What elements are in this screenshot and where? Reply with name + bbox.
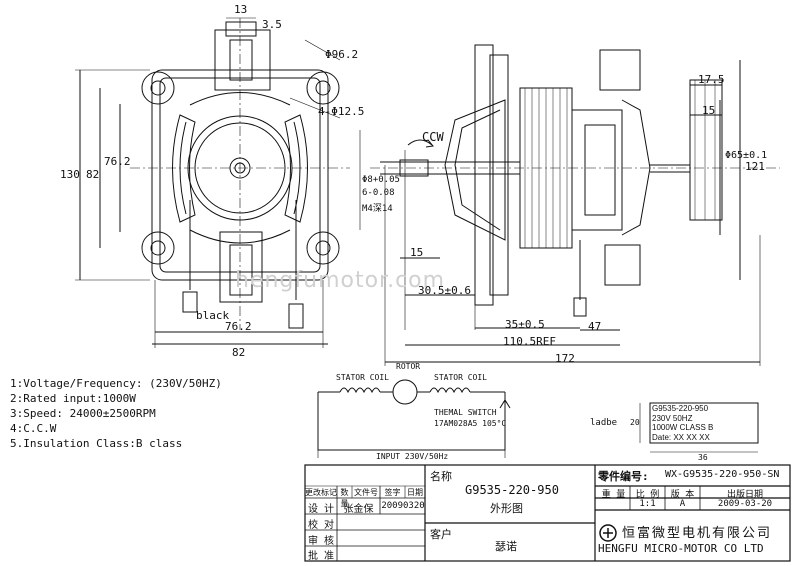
label-box xyxy=(649,402,759,444)
version-value: A xyxy=(679,499,686,509)
circuit-diagram xyxy=(317,379,511,458)
rev-header-doc: 文件号 xyxy=(354,488,378,497)
design-date: 20090320 xyxy=(381,501,425,511)
label-box-text: G9535-220-950 230V 50HZ 1000W CLASS B Da… xyxy=(652,404,713,442)
spec-list: 1:Voltage/Frequency: (230V/50HZ) 2:Rated… xyxy=(10,376,222,451)
spec-insulation: 5.Insulation Class:B class xyxy=(10,437,183,450)
dim-13: 13 xyxy=(234,3,248,16)
label-line-voltage: 230V 50HZ xyxy=(652,413,693,423)
date-value: 2009-03-20 xyxy=(717,499,773,509)
design-label: 设 计 xyxy=(307,504,335,515)
designer-name: 张金保 xyxy=(343,504,374,515)
spec-rotation: 4:C.C.W xyxy=(10,422,57,435)
circuit-stator-coil-2: STATOR COIL xyxy=(434,373,487,382)
part-number: WX-G9535-220-950-SN xyxy=(665,469,780,480)
customer-name: 瑟诺 xyxy=(495,540,517,553)
scale-value: 1:1 xyxy=(639,499,656,509)
label-line-date: Date: XX XX XX xyxy=(652,432,710,442)
rev-header-mark: 更改标记 xyxy=(305,488,337,497)
dim-121: 121 xyxy=(745,160,765,173)
weight-label: 重 量 xyxy=(601,490,626,500)
company-name-cn: 恒富微型电机有限公司 xyxy=(622,526,773,541)
scale-label: 比 例 xyxy=(635,490,660,500)
side-view xyxy=(359,44,780,366)
spec-speed: 3:Speed: 24000±2500RPM xyxy=(10,407,156,420)
dim-35: 35±0.5 xyxy=(505,318,545,331)
wire-label-black: black xyxy=(196,309,230,322)
version-label: 版 本 xyxy=(670,490,695,500)
name-label: 名称 xyxy=(430,470,452,483)
label-ladbe: ladbe xyxy=(590,418,618,428)
date-label: 出版日期 xyxy=(726,490,763,500)
part-number-label: 零件编号: xyxy=(598,470,649,483)
title-block-frame xyxy=(304,464,791,562)
rev-header-qty: 数量 xyxy=(340,488,349,508)
review-label: 审 核 xyxy=(307,536,335,547)
dim-76-2-horizontal: 76.2 xyxy=(225,320,252,333)
label-line-model: G9535-220-950 xyxy=(652,404,709,413)
dim-15-left: 15 xyxy=(410,246,424,259)
dim-30-5: 30.5±0.6 xyxy=(418,284,471,297)
circuit-input: INPUT 230V/50Hz xyxy=(376,452,449,461)
dim-flat-6: 6-0.08 xyxy=(362,188,395,198)
rev-header-date: 日期 xyxy=(407,488,423,497)
spec-voltage: 1:Voltage/Frequency: (230V/50HZ) xyxy=(10,377,222,390)
rev-header-sign: 签字 xyxy=(384,488,401,497)
circuit-thermal-switch: THEMAL SWITCH xyxy=(434,408,497,417)
dim-shaft-8: Φ8+0.05 xyxy=(362,175,400,185)
watermark: hengfumotor.com xyxy=(235,268,446,293)
customer-label: 客户 xyxy=(430,528,452,541)
circuit-switch-spec: 17AM028A5 105°C xyxy=(434,419,507,428)
check-label: 校 对 xyxy=(307,520,335,531)
drawing-type: 外形图 xyxy=(490,502,523,515)
dim-holes: 4-Φ12.5 xyxy=(318,105,365,118)
rotation-ccw: CCW xyxy=(422,130,444,144)
dim-76-2-vertical: 76.2 xyxy=(104,155,131,168)
label-box-width: 36 xyxy=(698,453,708,462)
circuit-stator-coil-1: STATOR COIL xyxy=(336,373,389,382)
dim-82-horizontal: 82 xyxy=(232,346,246,359)
front-view xyxy=(75,17,350,348)
spec-rated-input: 2:Rated input:1000W xyxy=(10,392,136,405)
label-box-height: 20 xyxy=(630,418,640,427)
dim-82-vertical: 82 xyxy=(86,168,100,181)
company-name-en: HENGFU MICRO-MOTOR CO LTD xyxy=(598,542,764,555)
dim-110-5-ref: 110.5REF xyxy=(503,335,556,348)
dim-thread-m4: M4深14 xyxy=(362,204,393,214)
dim-15-right: 15 xyxy=(702,104,716,117)
company-logo-icon xyxy=(599,524,617,542)
dim-47: 47 xyxy=(588,320,602,333)
approve-label: 批 准 xyxy=(307,551,335,562)
label-line-power: 1000W CLASS B xyxy=(652,423,714,432)
circuit-rotor: ROTOR xyxy=(396,362,421,371)
dim-3-5: 3.5 xyxy=(262,18,282,31)
part-name: G9535-220-950 xyxy=(465,483,559,497)
dim-172: 172 xyxy=(555,352,575,365)
dim-fan-diameter: Φ65±0.1 xyxy=(725,150,768,161)
dim-17-5: 17.5 xyxy=(698,73,725,86)
dim-diameter-96-2: Φ96.2 xyxy=(325,48,359,61)
dim-130: 130 xyxy=(60,168,80,181)
